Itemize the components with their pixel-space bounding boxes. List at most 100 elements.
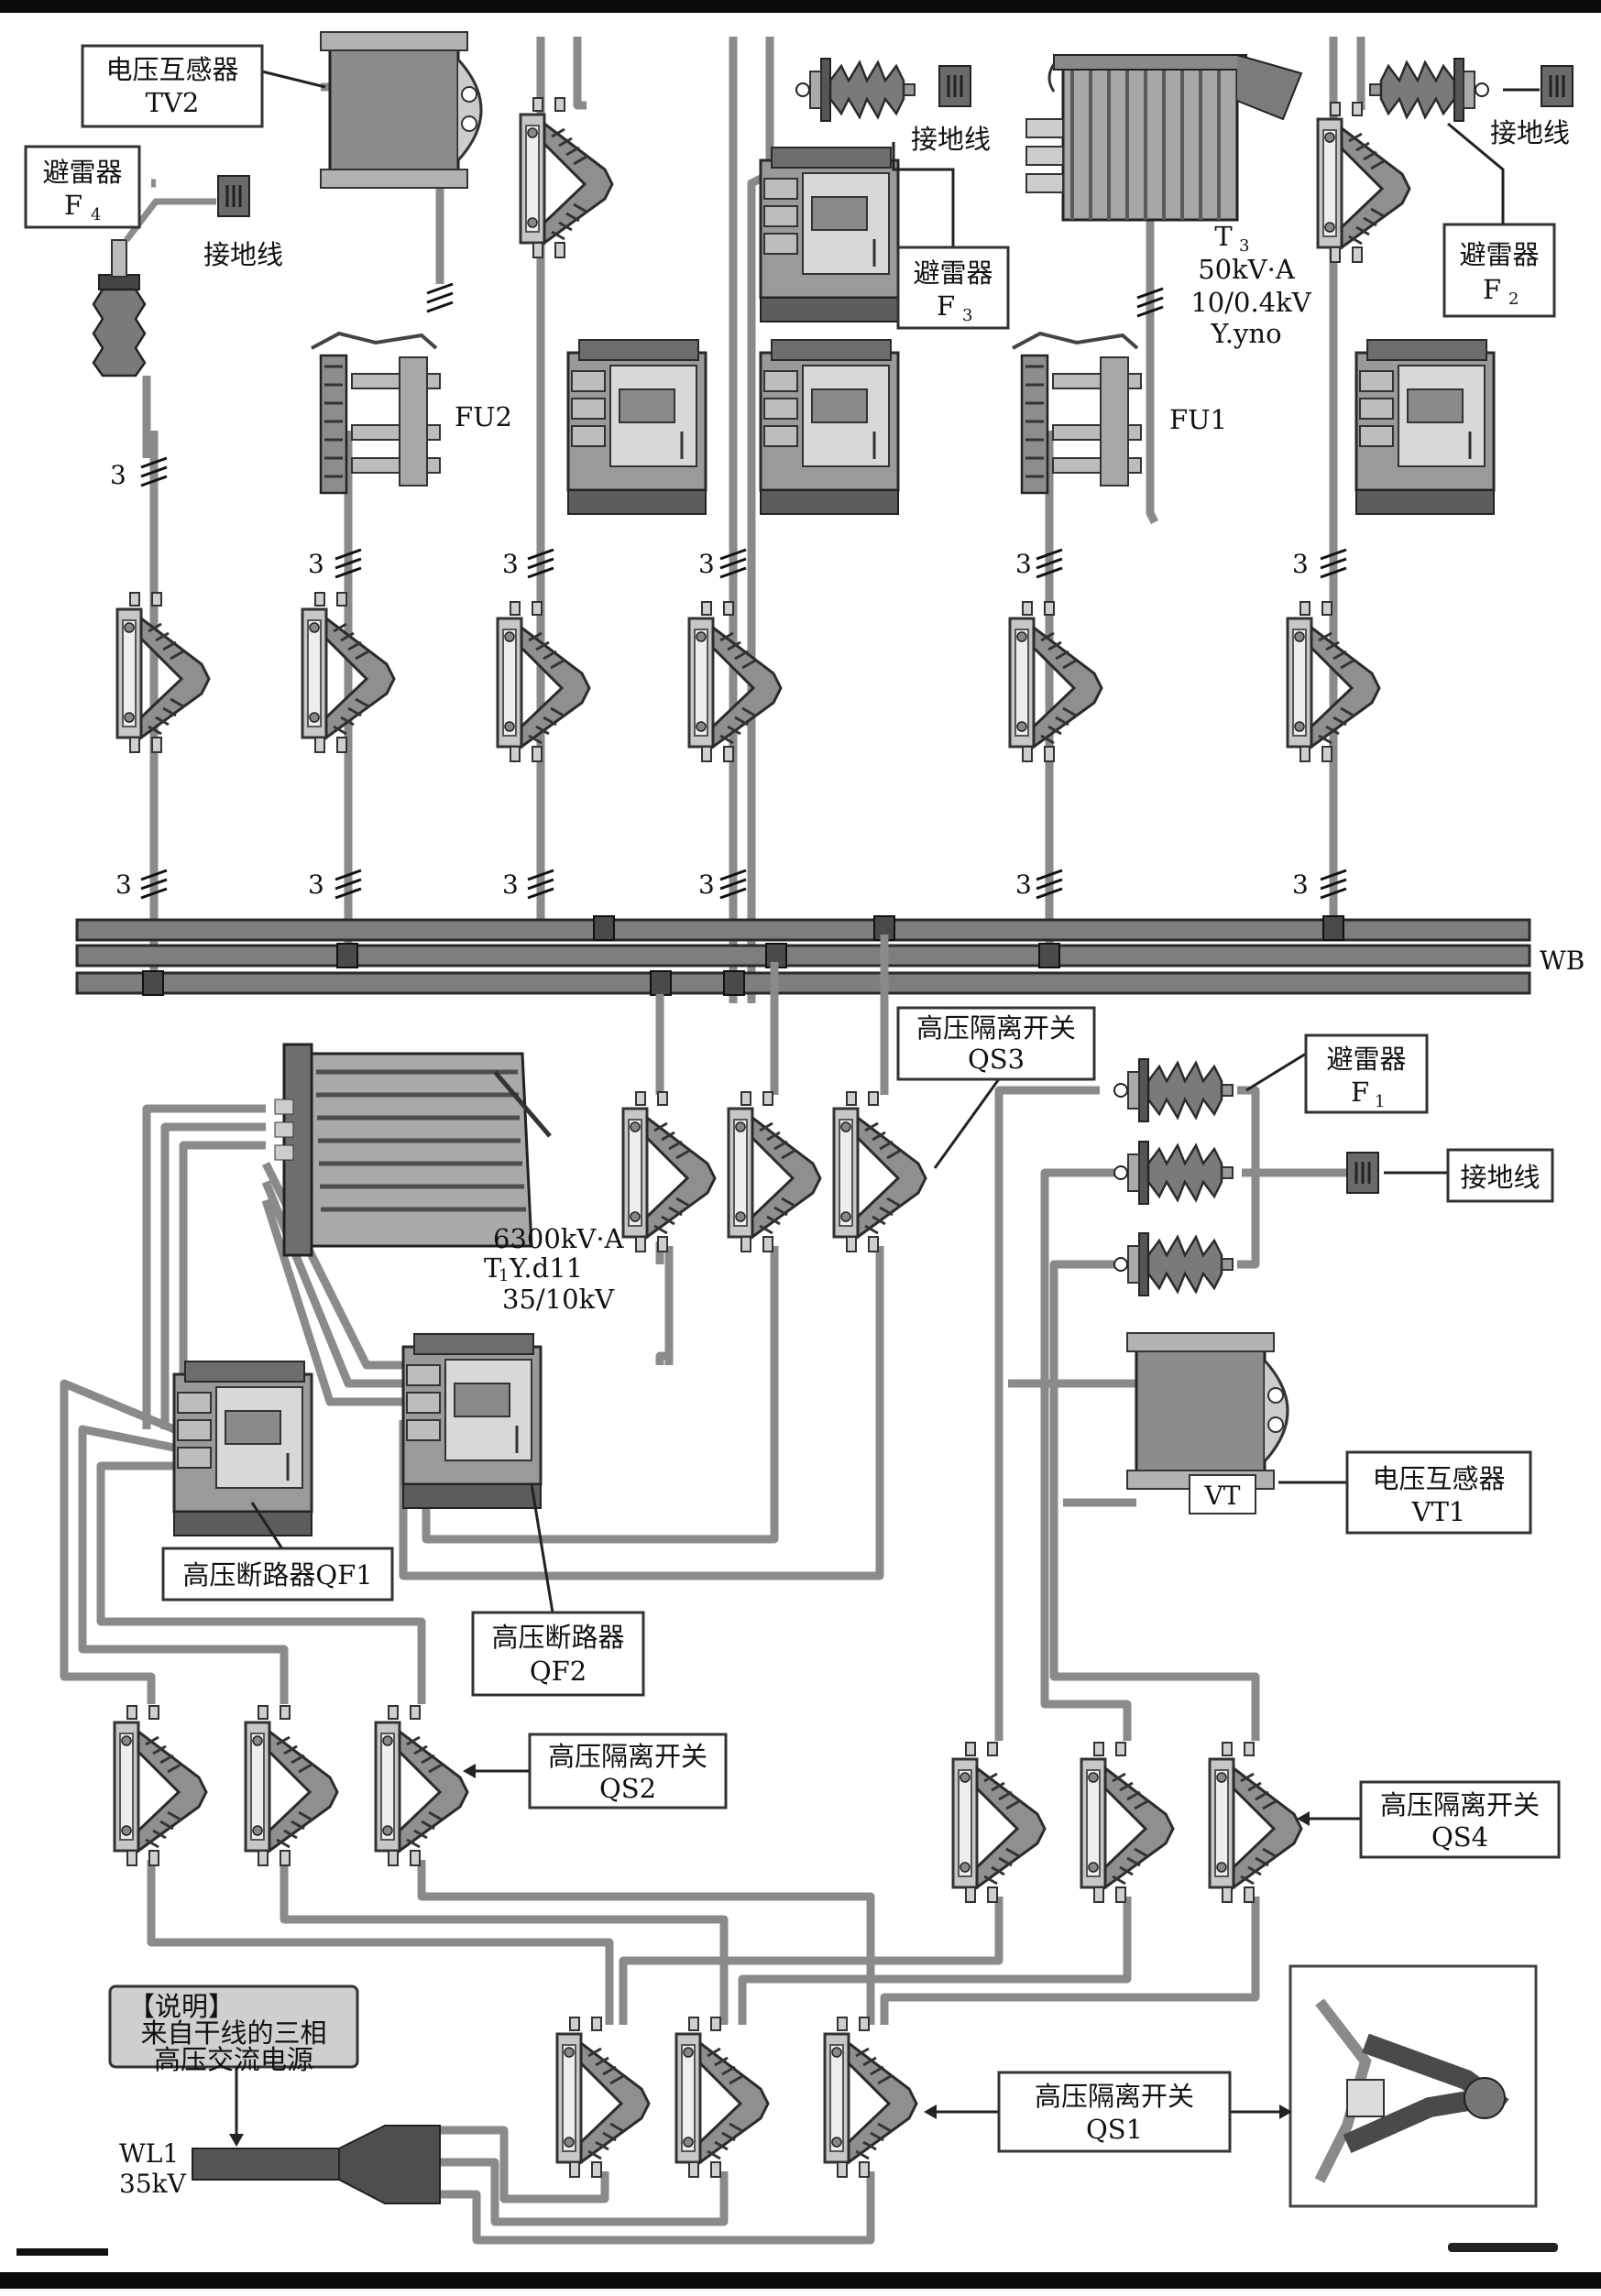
ground-f4-icon — [216, 174, 251, 218]
label-qf2: 高压断路器 QF2 — [471, 1611, 645, 1697]
disconnector-qs3-b — [727, 1090, 822, 1253]
label-wb: WB — [1540, 946, 1585, 976]
svg-text:高压隔离开关: 高压隔离开关 — [1380, 1789, 1540, 1820]
disconnector-qs1-c — [823, 2016, 918, 2179]
svg-text:3: 3 — [962, 306, 972, 325]
svg-text:1: 1 — [499, 1266, 509, 1285]
arrester-f3 — [795, 57, 916, 123]
svg-text:高压隔离开关: 高压隔离开关 — [548, 1741, 707, 1772]
ground-f3-icon — [938, 64, 972, 108]
disconnector-qs2-c — [374, 1704, 469, 1867]
label-f2: 避雷器 F 2 — [1442, 223, 1556, 318]
svg-text:Y.yno: Y.yno — [1210, 318, 1281, 349]
voltage-transformer-tv2 — [319, 30, 483, 190]
svg-text:高压断路器QF1: 高压断路器QF1 — [182, 1559, 372, 1591]
disconnector-qs1-a — [555, 2016, 651, 2179]
busbar-phase-a — [75, 918, 1531, 942]
label-ground-f3: 接地线 — [911, 124, 991, 155]
breaker-feeder6 — [1354, 338, 1496, 516]
label-t1: 6300kV·A T 1 Y.d11 35/10kV — [484, 1223, 625, 1315]
ground-f1-icon — [1345, 1151, 1380, 1195]
svg-text:3: 3 — [698, 869, 715, 900]
ground-f2-icon — [1540, 64, 1574, 108]
svg-text:3: 3 — [698, 549, 715, 579]
svg-text:3: 3 — [115, 869, 132, 900]
svg-text:高压隔离开关: 高压隔离开关 — [916, 1012, 1076, 1044]
svg-text:VT1: VT1 — [1411, 1496, 1466, 1527]
svg-text:3: 3 — [1292, 869, 1309, 900]
svg-text:WL1: WL1 — [119, 2138, 179, 2169]
svg-text:3: 3 — [502, 869, 519, 900]
label-qs2: 高压隔离开关 QS2 — [528, 1733, 728, 1809]
svg-text:QS4: QS4 — [1431, 1821, 1488, 1853]
label-f3: 避雷器 F 3 — [896, 246, 1010, 330]
label-qs1: 高压隔离开关 QS1 — [997, 2071, 1232, 2153]
svg-text:避雷器: 避雷器 — [1459, 239, 1539, 270]
disconnector-qs3-a — [621, 1090, 717, 1253]
disconnector-feeder1 — [115, 591, 211, 754]
label-tv2: 电压互感器 TV2 — [81, 44, 264, 128]
label-ground-f2: 接地线 — [1490, 117, 1570, 148]
fuse-fu2 — [310, 332, 442, 495]
svg-text:接地线: 接地线 — [1460, 1162, 1540, 1193]
svg-text:避雷器: 避雷器 — [1326, 1044, 1406, 1075]
svg-text:电压互感器: 电压互感器 — [105, 54, 238, 85]
svg-text:T: T — [484, 1252, 502, 1284]
label-fu1: FU1 — [1169, 404, 1227, 435]
svg-text:3: 3 — [308, 549, 324, 579]
disconnector-top-feeder6 — [1316, 101, 1411, 264]
svg-text:50kV·A: 50kV·A — [1198, 254, 1296, 285]
label-ground-f1: 接地线 — [1446, 1148, 1554, 1203]
disconnector-qs3-c — [832, 1090, 927, 1253]
svg-text:高压断路器: 高压断路器 — [491, 1622, 624, 1653]
label-qf1: 高压断路器QF1 — [161, 1547, 394, 1602]
disconnector-qs4-a — [951, 1741, 1047, 1904]
svg-text:T: T — [1214, 221, 1233, 252]
qs1-photo-inset — [1288, 1964, 1538, 2208]
breaker-feeder3 — [566, 338, 707, 516]
svg-text:高压交流电源: 高压交流电源 — [154, 2044, 313, 2075]
svg-text:6300kV·A: 6300kV·A — [493, 1223, 625, 1254]
svg-text:高压隔离开关: 高压隔离开关 — [1035, 2081, 1194, 2112]
svg-text:3: 3 — [1015, 549, 1032, 579]
svg-text:10/0.4kV: 10/0.4kV — [1190, 287, 1311, 318]
busbar-phase-b — [75, 944, 1531, 968]
svg-text:1: 1 — [1375, 1092, 1385, 1111]
label-vt1: 电压互感器 VT1 — [1345, 1450, 1532, 1535]
breaker-qf1 — [172, 1360, 313, 1537]
svg-text:3: 3 — [1015, 869, 1032, 900]
svg-text:避雷器: 避雷器 — [42, 157, 122, 188]
svg-text:35/10kV: 35/10kV — [502, 1284, 615, 1315]
label-qs3: 高压隔离开关 QS3 — [896, 1006, 1096, 1081]
label-t3: T 3 50kV·A 10/0.4kV Y.yno — [1190, 221, 1311, 349]
svg-text:3: 3 — [308, 869, 324, 900]
svg-text:QS3: QS3 — [968, 1044, 1025, 1075]
svg-text:4: 4 — [91, 205, 101, 224]
transformer-t1 — [274, 1043, 552, 1257]
svg-text:3: 3 — [110, 460, 126, 490]
breaker-feeder4-top — [759, 146, 900, 323]
svg-text:F: F — [937, 290, 955, 322]
breaker-qf2 — [401, 1332, 543, 1510]
breaker-feeder4 — [759, 338, 900, 516]
label-wl1: WL1 35kV — [119, 2138, 187, 2199]
note-box: 【说明】 来自干线的三相 高压交流电源 — [108, 1984, 359, 2075]
fuse-fu1 — [1011, 332, 1143, 495]
svg-text:QF2: QF2 — [530, 1656, 587, 1687]
svg-text:QS1: QS1 — [1086, 2114, 1143, 2145]
svg-text:35kV: 35kV — [119, 2169, 187, 2199]
svg-text:3: 3 — [502, 549, 519, 579]
svg-text:来自干线的三相: 来自干线的三相 — [140, 2017, 326, 2049]
label-ground-f4: 接地线 — [203, 239, 283, 270]
svg-text:3: 3 — [1239, 236, 1249, 256]
leader-lines — [229, 70, 1505, 2147]
transformer-t3 — [1025, 54, 1303, 222]
label-f1: 避雷器 F 1 — [1304, 1033, 1429, 1114]
phase-count-labels: 3 3 3 3 3 3 3 3 3 3 3 3 — [110, 460, 1309, 900]
voltage-transformer-vt1 — [1125, 1331, 1289, 1491]
disconnector-qs4-b — [1080, 1741, 1175, 1904]
disconnector-qs2-b — [244, 1704, 339, 1867]
busbar-phase-c — [75, 971, 1531, 995]
svg-text:TV2: TV2 — [146, 87, 200, 118]
